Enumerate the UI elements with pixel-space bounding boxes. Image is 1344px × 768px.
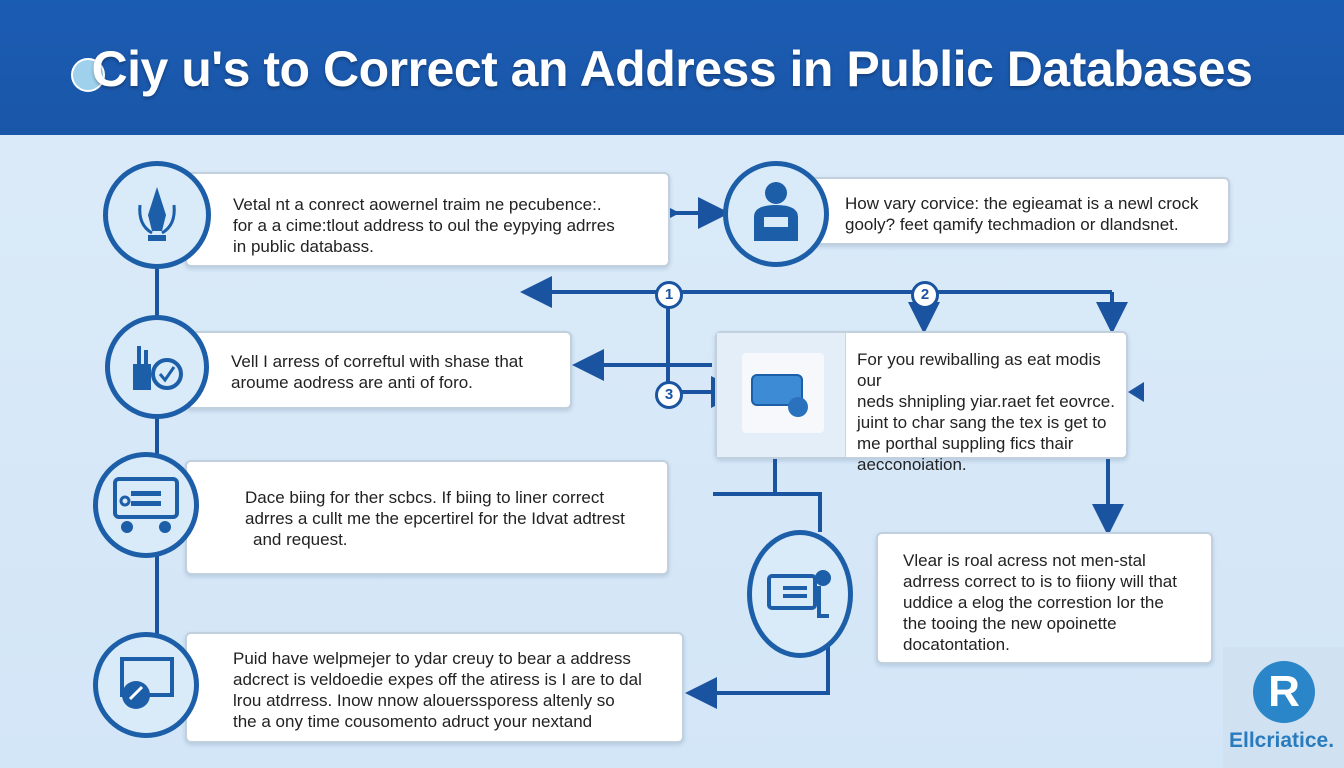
- step-text: aroume aodress are anti of foro.: [231, 373, 473, 392]
- step-text: lrou atdrress. Inow nnow alouerssporess …: [233, 691, 615, 710]
- step-text: me porthal suppling fics thair: [857, 434, 1074, 453]
- step-card-4: Puid have welpmejer to ydar creuy to bea…: [185, 632, 684, 743]
- step-text: neds shnipling yiar.raet fet eovrce.: [857, 392, 1115, 411]
- step-text: gooly? feet qamify techmadion or dlandsn…: [845, 215, 1179, 234]
- step-text: aecconoiation.: [857, 455, 967, 474]
- settings-screen-icon: [751, 374, 808, 417]
- step-card-7: Vlear is roal acress not men-stal adrress…: [876, 532, 1213, 664]
- step-text: adrres a cullt me the epcertirel for the…: [245, 509, 625, 528]
- title-badge-icon: [71, 58, 105, 92]
- person-support-icon: [754, 182, 798, 241]
- step-text: the tooing the new opoinette: [903, 614, 1117, 633]
- step-text: uddice a elog the correstion lor the: [903, 593, 1164, 612]
- illustration-panel: [717, 333, 846, 457]
- step-card-3: Dace biing for ther scbcs. If biing to l…: [185, 460, 669, 575]
- illustration-tile: [742, 353, 824, 433]
- logo-mark: R: [1253, 661, 1315, 723]
- step-text: adrress correct to is to fiiony will tha…: [903, 572, 1177, 591]
- pen-nib-icon: [138, 187, 176, 241]
- step-icon-4: [93, 632, 199, 738]
- step-text: for a a cime:tlout address to oul the ey…: [233, 216, 615, 235]
- step-text: the a ony time cousomento adruct your ne…: [233, 712, 593, 731]
- step-icon-3: [93, 452, 199, 558]
- arrow-left-icon: [1128, 382, 1144, 402]
- header-banner: Ciy u's to Correct an Address in Public …: [0, 0, 1344, 135]
- step-text: For you rewiballing as eat modis our: [857, 350, 1101, 390]
- logo-text: Ellcriatice.: [1229, 729, 1335, 752]
- step-card-2: Vell I arress of correftul with shase th…: [185, 331, 572, 409]
- step-card-5: How vary corvice: the egieamat is a newl…: [805, 177, 1230, 245]
- step-card-1: Vetal nt a conrect aowernel traim ne pec…: [185, 172, 670, 267]
- step-text: Dace biing for ther scbcs. If biing to l…: [245, 488, 605, 507]
- step-icon-1: [103, 161, 211, 269]
- page-title: Ciy u's to Correct an Address in Public …: [91, 41, 1253, 97]
- step-marker-3: 3: [655, 381, 683, 409]
- step-text: Vlear is roal acress not men-stal: [903, 551, 1146, 570]
- step-icon-7: [747, 530, 853, 658]
- step-text: How vary corvice: the egieamat is a newl…: [845, 194, 1199, 213]
- step-text: Vell I arress of correftul with shase th…: [231, 352, 523, 371]
- computer-user-icon: [767, 570, 831, 618]
- form-cart-icon: [113, 477, 179, 533]
- step-icon-2: [105, 315, 209, 419]
- step-text: juint to char sang the tex is get to: [857, 413, 1107, 432]
- step-text: Vetal nt a conrect aowernel traim ne pec…: [233, 195, 602, 214]
- step-text: adcrect is veldoedie expes off the atire…: [233, 670, 642, 689]
- pencil-cup-check-icon: [133, 346, 183, 390]
- step-marker-2: 2: [911, 281, 939, 309]
- step-text: Puid have welpmejer to ydar creuy to bea…: [233, 649, 631, 668]
- step-text: docatontation.: [903, 635, 1010, 654]
- step-text: and request.: [253, 530, 348, 549]
- step-card-6: For you rewiballing as eat modis our neds…: [715, 331, 1128, 474]
- brand-logo: R Ellcriatice.: [1223, 647, 1344, 768]
- monitor-clock-icon: [120, 657, 174, 709]
- step-icon-5: [723, 161, 829, 267]
- step-marker-1: 1: [655, 281, 683, 309]
- step-text: in public databass.: [233, 237, 374, 256]
